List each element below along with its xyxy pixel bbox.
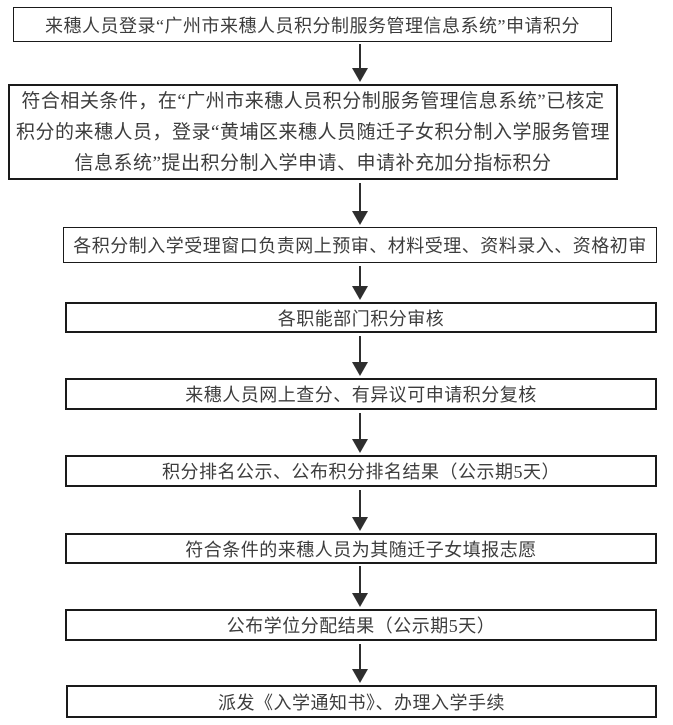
flow-step-text: 积分排名公示、公布积分排名结果（公示期5天） bbox=[162, 462, 560, 482]
arrow-head bbox=[352, 68, 368, 82]
flow-step-department-review: 各职能部门积分审核 bbox=[65, 302, 657, 333]
flow-step-text: 积分的来穗人员，登录“黄埔区来穗人员随迁子女积分制入学服务管理 bbox=[16, 121, 610, 143]
flow-step-submit-enrollment-application: 符合相关条件，在“广州市来穗人员积分制服务管理信息系统”已核定 积分的来穗人员，… bbox=[8, 84, 618, 180]
flow-step-fill-preferences: 符合条件的来穗人员为其随迁子女填报志愿 bbox=[65, 533, 657, 564]
flow-step-text: 符合相关条件，在“广州市来穗人员积分制服务管理信息系统”已核定 bbox=[21, 90, 605, 112]
arrow-down-icon bbox=[352, 566, 368, 607]
flow-step-text: 符合条件的来穗人员为其随迁子女填报志愿 bbox=[185, 539, 537, 560]
flow-step-text: 信息系统”提出积分制入学申请、申请补充加分指标积分 bbox=[74, 152, 552, 174]
flow-step-check-score-recheck: 来穗人员网上查分、有异议可申请积分复核 bbox=[65, 378, 657, 410]
flow-step-text: 派发《入学通知书》、办理入学手续 bbox=[218, 692, 505, 713]
flow-step-apply-points: 来穗人员登录“广州市来穗人员积分制服务管理信息系统”申请积分 bbox=[13, 7, 612, 42]
flow-step-text: 公布学位分配结果（公示期5天） bbox=[226, 616, 496, 636]
arrow-down-icon bbox=[352, 413, 368, 453]
arrow-stem bbox=[359, 266, 361, 286]
arrow-stem bbox=[359, 644, 361, 669]
arrow-down-icon bbox=[352, 490, 368, 531]
arrow-head bbox=[352, 286, 368, 300]
arrow-stem bbox=[359, 566, 361, 593]
flow-step-text: 来穗人员登录“广州市来穗人员积分制服务管理信息系统”申请积分 bbox=[45, 15, 580, 36]
arrow-head bbox=[352, 362, 368, 376]
arrow-head bbox=[352, 669, 368, 683]
arrow-stem bbox=[359, 183, 361, 211]
arrow-down-icon bbox=[352, 183, 368, 225]
arrow-head bbox=[352, 439, 368, 453]
arrow-stem bbox=[359, 490, 361, 517]
flow-step-text: 来穗人员网上查分、有异议可申请积分复核 bbox=[185, 385, 537, 405]
arrow-head bbox=[352, 593, 368, 607]
flow-step-admission-notice: 派发《入学通知书》、办理入学手续 bbox=[66, 685, 657, 718]
arrow-stem bbox=[359, 336, 361, 362]
arrow-down-icon bbox=[352, 336, 368, 376]
arrow-stem bbox=[359, 44, 361, 68]
arrow-down-icon bbox=[352, 644, 368, 683]
flow-step-text: 各职能部门积分审核 bbox=[277, 308, 445, 329]
arrow-stem bbox=[359, 413, 361, 439]
flow-step-ranking-publicity: 积分排名公示、公布积分排名结果（公示期5天） bbox=[65, 455, 657, 487]
arrow-head bbox=[352, 517, 368, 531]
flow-step-publish-allocation-result: 公布学位分配结果（公示期5天） bbox=[65, 609, 657, 641]
flow-step-window-acceptance: 各积分制入学受理窗口负责网上预审、材料受理、资料录入、资格初审 bbox=[63, 227, 657, 263]
flow-step-text: 各积分制入学受理窗口负责网上预审、材料受理、资料录入、资格初审 bbox=[73, 236, 647, 256]
arrow-down-icon bbox=[352, 266, 368, 300]
arrow-head bbox=[352, 211, 368, 225]
arrow-down-icon bbox=[352, 44, 368, 82]
